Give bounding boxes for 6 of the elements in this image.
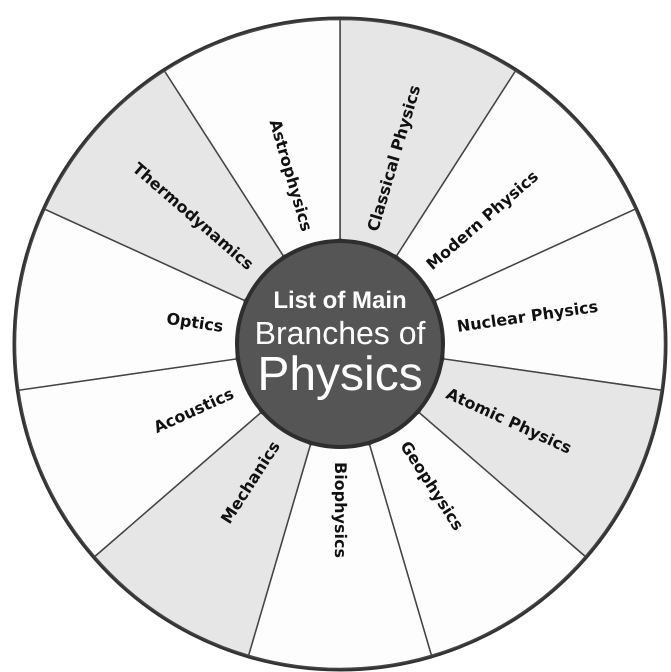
center-title: Branches of bbox=[254, 317, 426, 349]
branch-label: Biophysics bbox=[330, 462, 350, 558]
center-title: Physics bbox=[257, 351, 423, 399]
branch-label: Optics bbox=[165, 309, 225, 338]
branch-label: Nuclear Physics bbox=[455, 297, 600, 338]
center-title: List of Main bbox=[273, 289, 407, 313]
